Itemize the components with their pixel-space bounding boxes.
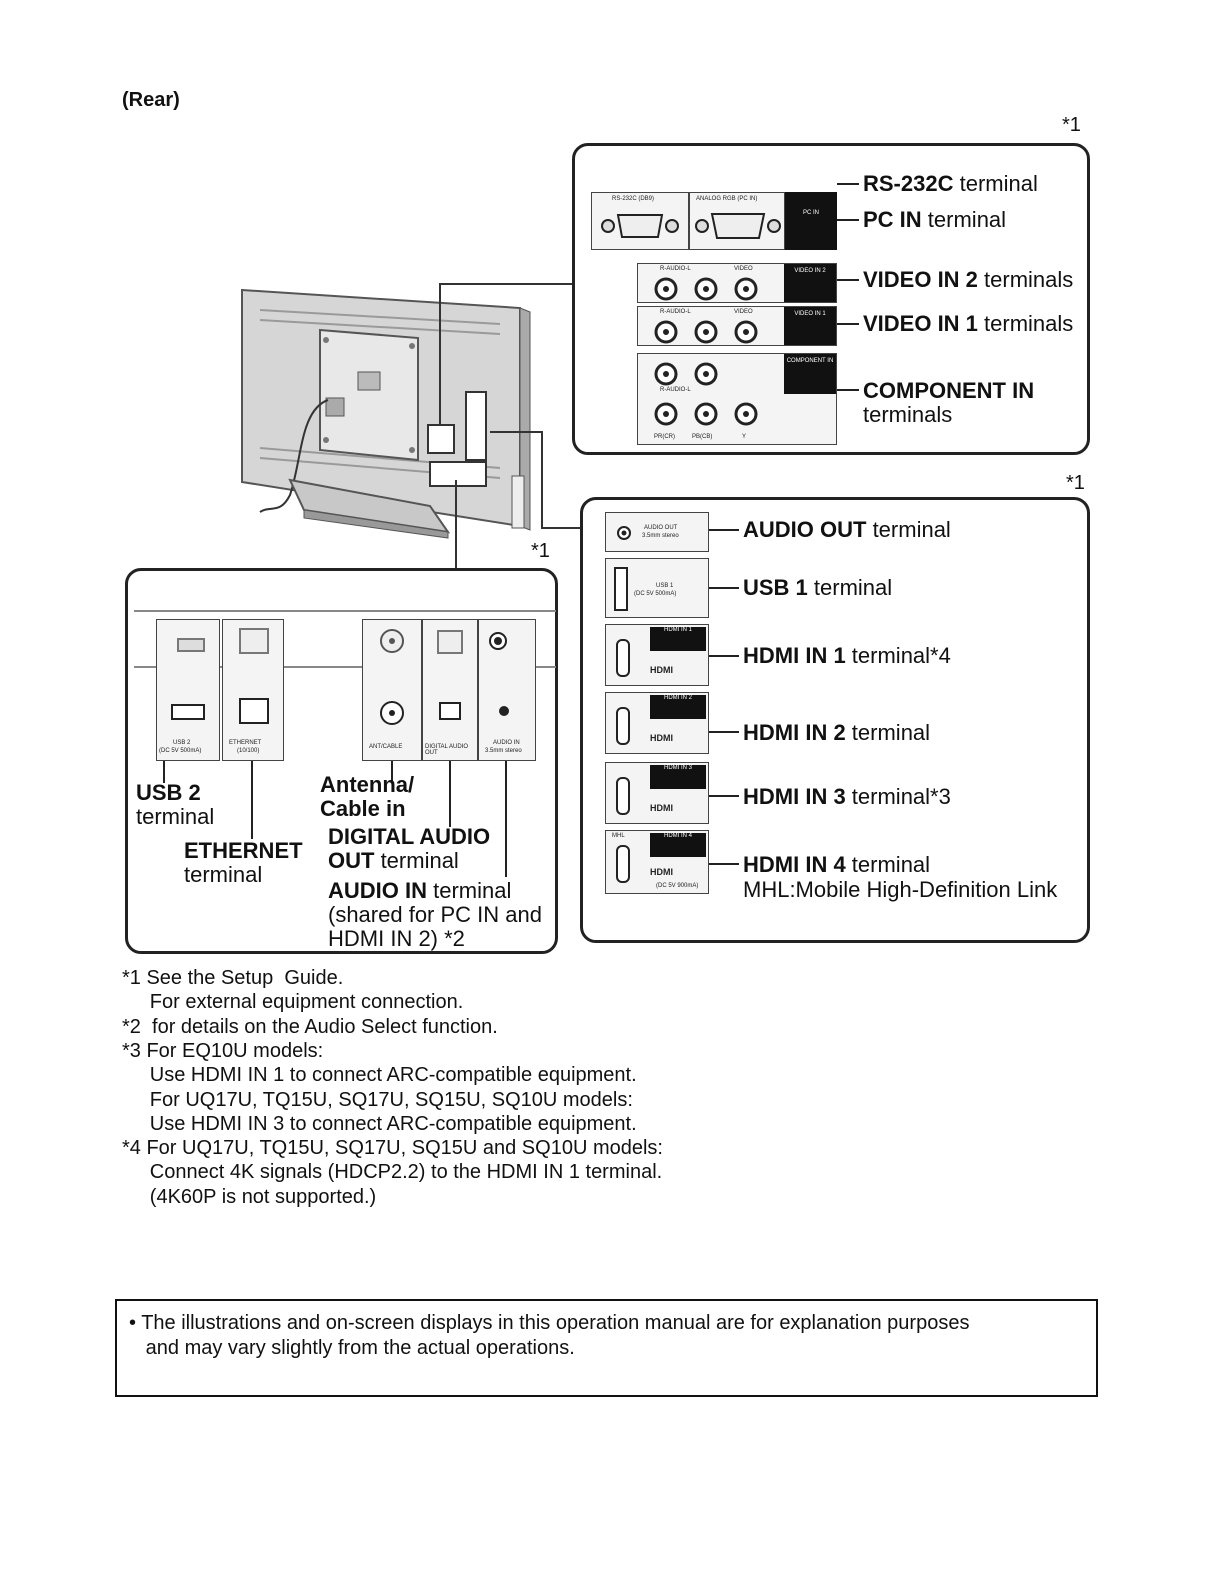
analog-rgb-port: ANALOG RGB (PC IN) bbox=[689, 192, 785, 250]
tv-rear-illustration bbox=[241, 288, 531, 539]
connector-lines bbox=[439, 283, 582, 568]
footnote-line: Connect 4K signals (HDCP2.2) to the HDMI… bbox=[122, 1161, 663, 1183]
footnote-line: *3 For EQ10U models: bbox=[122, 1040, 324, 1062]
footnote-line: Use HDMI IN 3 to connect ARC-compatible … bbox=[122, 1113, 637, 1135]
footnote-line: (4K60P is not supported.) bbox=[122, 1186, 377, 1208]
hdmi-in3-port: HDMI IN 3 HDMI bbox=[605, 762, 709, 824]
footnote-line: *4 For UQ17U, TQ15U, SQ17U, SQ15U and SQ… bbox=[122, 1137, 663, 1159]
ethernet-port: ETHERNET (10/100) bbox=[222, 619, 284, 761]
footnote-marker-bottom: *1 bbox=[531, 540, 550, 562]
digital-audio-out-port: DIGITAL AUDIO OUT bbox=[422, 619, 478, 761]
label-hdmi-in3: HDMI IN 3 terminal*3 bbox=[743, 784, 951, 809]
label-mhl: MHL:Mobile High-Definition Link bbox=[743, 877, 1058, 902]
footnote-line: Use HDMI IN 1 to connect ARC-compatible … bbox=[122, 1064, 637, 1086]
top-terminal-panel: RS-232C (DB9) ANALOG RGB (PC IN) PC IN R… bbox=[572, 143, 1090, 455]
label-pc-in: PC IN terminal bbox=[863, 207, 1007, 232]
ant-cable-port: ANT/CABLE bbox=[362, 619, 422, 761]
hdmi-in1-port: HDMI IN 1 HDMI bbox=[605, 624, 709, 686]
usb2-port: USB 2 (DC 5V 500mA) bbox=[156, 619, 220, 761]
page-heading: (Rear) bbox=[122, 89, 180, 111]
footnote-line: For external equipment connection. bbox=[122, 991, 464, 1013]
audio-out-port: AUDIO OUT 3.5mm stereo bbox=[605, 512, 709, 552]
bottom-terminal-panel: USB 2 (DC 5V 500mA) ETHERNET (10/100) AN… bbox=[125, 568, 558, 954]
label-antenna-cable: Antenna/Cable in bbox=[320, 772, 415, 822]
label-hdmi-in2: HDMI IN 2 terminal bbox=[743, 720, 931, 745]
footnote-marker-side: *1 bbox=[1066, 472, 1085, 494]
label-hdmi-in4: HDMI IN 4 terminal bbox=[743, 852, 931, 877]
notice-box: • The illustrations and on-screen displa… bbox=[115, 1299, 1098, 1397]
rs232c-port: RS-232C (DB9) bbox=[591, 192, 689, 250]
usb1-port: USB 1 (DC 5V 500mA) bbox=[605, 558, 709, 618]
notice-text: • The illustrations and on-screen displa… bbox=[129, 1312, 970, 1359]
side-terminal-panel: AUDIO OUT 3.5mm stereo USB 1 (DC 5V 500m… bbox=[580, 497, 1090, 943]
label-rs232c: RS-232C terminal bbox=[863, 171, 1038, 196]
footnote-line: For UQ17U, TQ15U, SQ17U, SQ15U, SQ10U mo… bbox=[122, 1089, 633, 1111]
footnote-line: *2 for details on the Audio Select funct… bbox=[122, 1016, 498, 1038]
label-video-in2: VIDEO IN 2 terminals bbox=[863, 267, 1074, 292]
footnote-marker-top: *1 bbox=[1062, 114, 1081, 136]
label-audio-out: AUDIO OUT terminal bbox=[743, 517, 951, 542]
label-usb1: USB 1 terminal bbox=[743, 575, 893, 600]
audio-in-port: AUDIO IN 3.5mm stereo bbox=[478, 619, 536, 761]
footnote-line: *1 See the Setup Guide. bbox=[122, 967, 344, 989]
pc-in-tag: PC IN bbox=[785, 192, 837, 250]
hdmi-in4-port: MHL HDMI IN 4 HDMI (DC 5V 900mA) bbox=[605, 830, 709, 894]
hdmi-in2-port: HDMI IN 2 HDMI bbox=[605, 692, 709, 754]
video-in1-port: R-AUDIO-L VIDEO VIDEO IN 1 bbox=[637, 306, 837, 346]
label-video-in1: VIDEO IN 1 terminals bbox=[863, 311, 1074, 336]
component-in-port: R-AUDIO-L PR(CR) PB(CB) Y COMPONENT IN bbox=[637, 353, 837, 445]
label-hdmi-in1: HDMI IN 1 terminal*4 bbox=[743, 643, 951, 668]
video-in2-port: R-AUDIO-L VIDEO VIDEO IN 2 bbox=[637, 263, 837, 303]
